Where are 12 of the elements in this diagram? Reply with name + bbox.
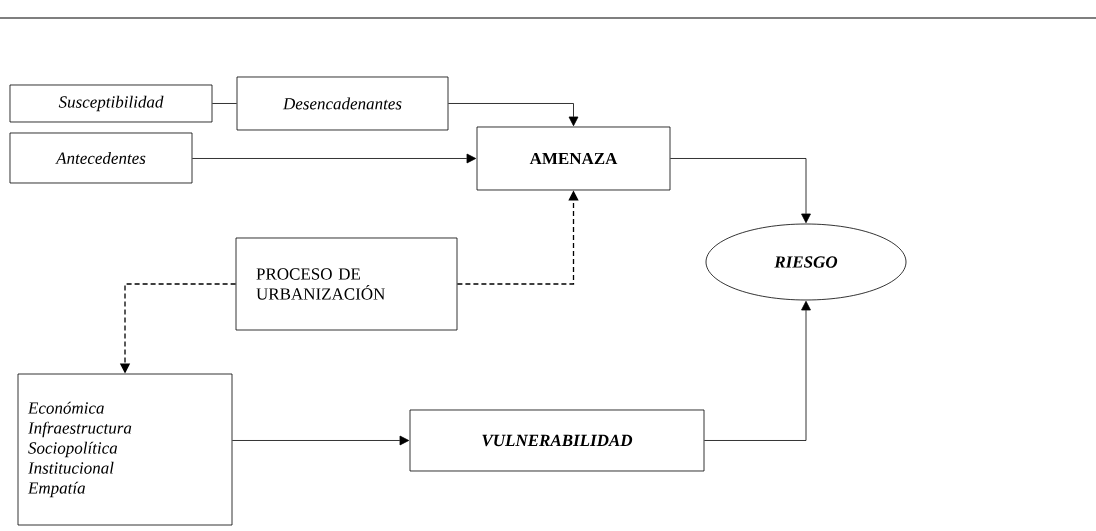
process-box: PROCESO DE URBANIZACIÓN — [235, 237, 458, 331]
arrow — [670, 158, 811, 224]
process-box: AMENAZA — [476, 126, 671, 191]
process-box: VULNERABILIDAD — [409, 409, 705, 472]
arrow — [232, 435, 410, 446]
factor-box: Susceptibilidad — [9, 84, 213, 123]
arrow — [704, 300, 811, 441]
factor-box: Antecedentes — [9, 132, 193, 184]
list-box: Económica Infraestructura Sociopolítica Institucional Empatía — [17, 373, 233, 526]
arrow — [192, 153, 477, 164]
factor-box: Desencadenantes — [236, 76, 449, 131]
arrow — [448, 103, 579, 127]
